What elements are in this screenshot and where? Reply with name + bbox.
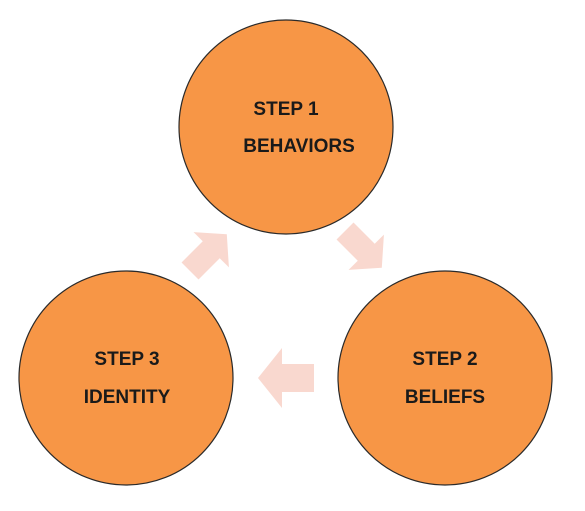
arrow-step1-to-step2 [336,222,384,270]
arrow-step3-to-step1-shape [181,232,229,280]
step-2-circle [337,270,553,486]
step-1-label: BEHAVIORS [243,136,355,157]
step-3-title: STEP 3 [94,349,159,370]
step-1-node: STEP 1 BEHAVIORS [178,19,394,235]
arrow-step1-to-step2-shape [336,222,384,270]
step-2-node: STEP 2 BELIEFS [337,270,553,486]
arrow-step3-to-step1 [181,232,229,280]
step-3-label: IDENTITY [84,387,171,408]
step-1-title: STEP 1 [253,99,319,120]
step-3-circle [18,270,234,486]
step-2-title: STEP 2 [412,349,477,370]
arrow-step2-to-step3-shape [258,348,314,408]
arrow-step2-to-step3 [258,348,314,408]
step-1-circle [178,19,394,235]
step-2-label: BELIEFS [405,387,485,408]
step-3-node: STEP 3 IDENTITY [18,270,234,486]
